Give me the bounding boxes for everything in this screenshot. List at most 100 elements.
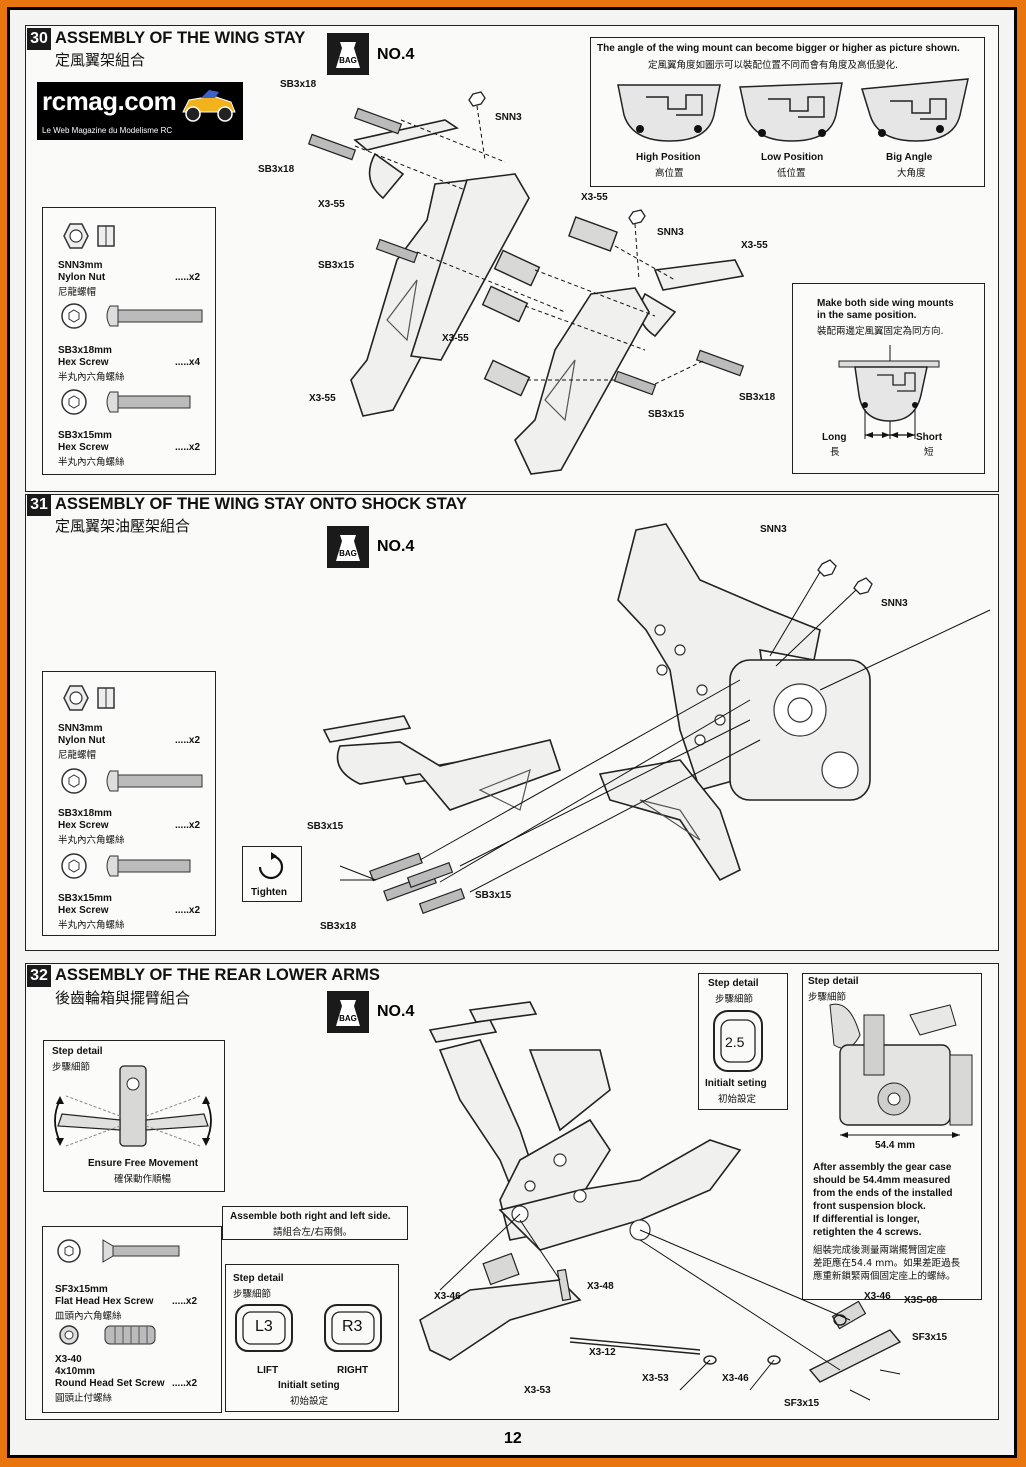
- part-code: SNN3mm: [58, 260, 103, 271]
- step-32-title-zh: 後齒輪箱與擺臂組合: [55, 989, 191, 1007]
- step-30-title: ASSEMBLY OF THE WING STAY: [55, 29, 306, 47]
- part-callout: SF3x15: [784, 1398, 820, 1409]
- long-label-zh: 長: [830, 447, 840, 458]
- step-detail-label-zh: 步驟細節: [233, 1289, 272, 1300]
- insert-value: 2.5: [725, 1034, 745, 1050]
- position-label: Big Angle: [886, 152, 933, 163]
- flat-head-screw-icon: [57, 1239, 180, 1263]
- part-callout: SB3x15: [318, 260, 355, 271]
- position-label: High Position: [636, 152, 701, 163]
- part-name-zh: 圓頭止付螺絲: [55, 1393, 113, 1404]
- left-insert-icon: [235, 1304, 293, 1352]
- part-qty: .....x4: [175, 357, 201, 368]
- nylon-nut-icon: [63, 223, 115, 249]
- step-30-number: 30: [27, 28, 51, 50]
- rc-car-icon: [182, 90, 236, 122]
- part-callout: SB3x15: [307, 821, 344, 832]
- page-number: 12: [504, 1430, 522, 1447]
- step-31-title: ASSEMBLY OF THE WING STAY ONTO SHOCK STA…: [55, 495, 467, 513]
- part-callout: X3-55: [309, 393, 336, 404]
- part-qty: .....x2: [175, 820, 201, 831]
- step-32-title: ASSEMBLY OF THE REAR LOWER ARMS: [55, 966, 380, 984]
- hex-screw-icon: [61, 303, 203, 329]
- position-label-zh: 高位置: [655, 168, 684, 179]
- gear-case-measurement-diagram: [829, 1003, 973, 1138]
- part-callout: X3-55: [442, 333, 469, 344]
- step-31-number: 31: [27, 494, 51, 516]
- part-name: Nylon Nut: [58, 735, 106, 746]
- part-callout: SNN3: [881, 598, 908, 609]
- wing-mount-positions-diagram: [617, 78, 969, 142]
- part-callout: SB3x18: [258, 164, 295, 175]
- gear-note-zh: 組裝完成後測量兩端擺臂固定座: [813, 1245, 947, 1256]
- part-callout: SNN3: [495, 112, 522, 123]
- part-name: Hex Screw: [58, 820, 109, 831]
- part-code: SB3x15mm: [58, 430, 112, 441]
- part-name-zh: 尼龍螺帽: [58, 750, 97, 761]
- part-callout: X3-53: [642, 1373, 669, 1384]
- svg-text:BAG: BAG: [339, 1014, 357, 1023]
- rcmag-logo: rcmag.com Le Web Magazine du Modelisme R…: [37, 82, 243, 140]
- parts-list-box: [42, 671, 216, 936]
- step-detail-label: Step detail: [52, 1046, 103, 1057]
- part-name: Flat Head Hex Screw: [55, 1296, 154, 1307]
- step-detail-label-zh: 步驟細節: [715, 994, 754, 1005]
- part-callout: SNN3: [657, 227, 684, 238]
- step-detail-label: Step detail: [708, 978, 759, 989]
- part-name-zh: 半丸內六角螺絲: [58, 372, 125, 383]
- right-insert-icon: [324, 1304, 382, 1352]
- part-name: Hex Screw: [58, 442, 109, 453]
- hex-screw-icon: [61, 853, 191, 879]
- gear-note-line: should be 54.4mm measured: [813, 1175, 951, 1186]
- part-callout: X3-55: [581, 192, 608, 203]
- step-detail-label-zh: 步驟細節: [808, 992, 847, 1003]
- bag-icon: BAG: [327, 991, 369, 1033]
- part-name: Hex Screw: [58, 357, 109, 368]
- wing-mount-diagram: [838, 345, 940, 439]
- part-callout: X3-12: [589, 1347, 616, 1358]
- part-code: X3-40: [55, 1354, 82, 1365]
- hex-screw-icon: [61, 768, 203, 794]
- step-detail-label: Step detail: [233, 1273, 284, 1284]
- page-frame: 30 ASSEMBLY OF THE WING STAY 定風翼架組合 BAG …: [7, 7, 1017, 1458]
- part-name: Nylon Nut: [58, 272, 106, 283]
- short-label-zh: 短: [924, 447, 934, 458]
- part-callout: SB3x18: [280, 79, 317, 90]
- part-code: SF3x15mm: [55, 1284, 108, 1295]
- shock-stay-assembly-drawing: [322, 523, 991, 914]
- part-callout: X3-46: [864, 1291, 891, 1302]
- step-detail-label: Step detail: [808, 976, 859, 987]
- part-name-zh: 半丸內六角螺絲: [58, 920, 125, 931]
- bag-icon: BAG: [327, 526, 369, 568]
- part-name-zh: 皿頭內六角螺絲: [55, 1311, 122, 1322]
- hex-screw-icon: [61, 389, 191, 415]
- nylon-nut-icon: [63, 685, 115, 711]
- assemble-note: Assemble both right and left side.: [230, 1211, 391, 1222]
- gear-note-line: front suspension block.: [813, 1201, 926, 1212]
- bag-number: NO.4: [377, 46, 415, 63]
- part-qty: .....x2: [175, 442, 201, 453]
- part-callout: SB3x18: [320, 921, 357, 932]
- tighten-rotate-icon: [258, 852, 284, 880]
- part-callout: SNN3: [760, 524, 787, 535]
- part-name-zh: 尼龍螺帽: [58, 287, 97, 298]
- initial-setting-label: Initialt seting: [278, 1380, 340, 1391]
- gear-note-line: retighten the 4 screws.: [813, 1227, 922, 1238]
- wing-stay-assembly-drawing: [307, 91, 745, 475]
- part-code: SNN3mm: [58, 723, 103, 734]
- part-callout: X3-48: [587, 1281, 614, 1292]
- long-label: Long: [822, 432, 847, 443]
- insert-icon: [713, 1010, 763, 1072]
- step-31-title-zh: 定風翼架油壓架組合: [55, 517, 191, 535]
- right-label: RIGHT: [337, 1365, 369, 1376]
- initial-setting-label-zh: 初始設定: [718, 1094, 757, 1105]
- measure-value: 54.4 mm: [875, 1140, 916, 1151]
- lift-label: LIFT: [257, 1365, 279, 1376]
- position-label: Low Position: [761, 152, 824, 163]
- angle-note-zh: 定風翼角度如圖示可以裝配位置不同而會有角度及高低變化.: [648, 60, 899, 71]
- part-callout: X3-46: [434, 1291, 461, 1302]
- step-30-title-zh: 定風翼架組合: [55, 51, 146, 69]
- short-label: Short: [916, 432, 943, 443]
- step-detail-label-zh: 步驟細節: [52, 1062, 91, 1073]
- bag-icon: BAG: [327, 33, 369, 75]
